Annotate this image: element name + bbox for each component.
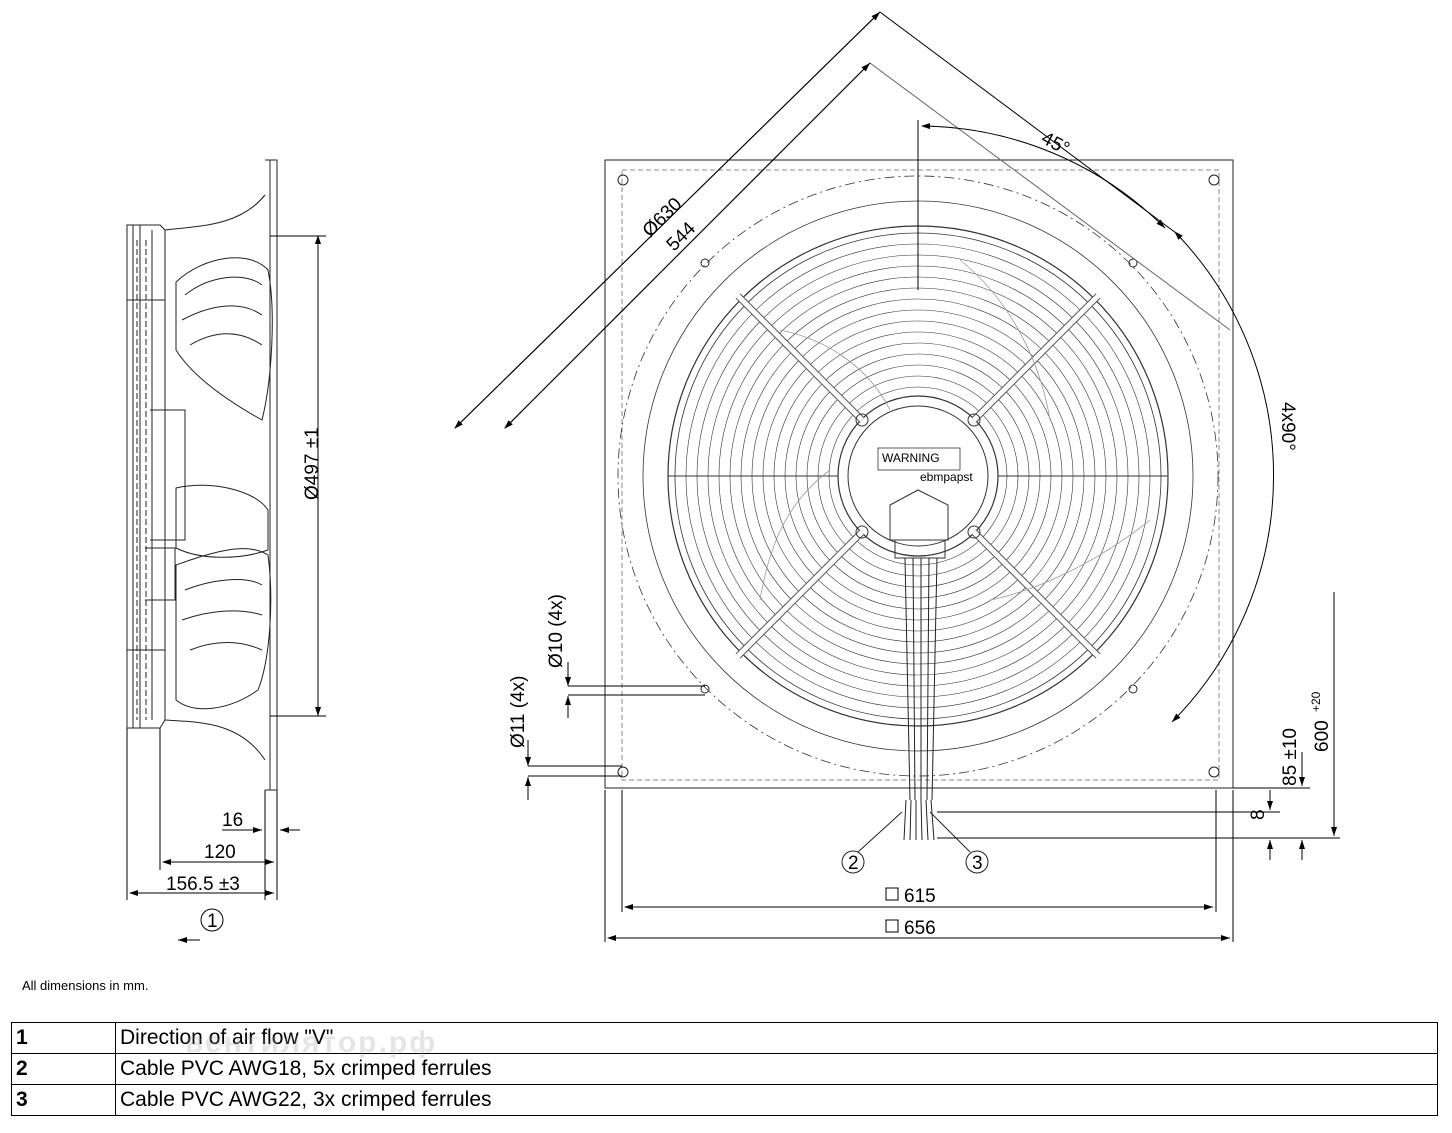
dim-square-615: 615 [904, 886, 936, 907]
legend-num: 3 [11, 1084, 116, 1116]
callout-2: 2 [848, 853, 859, 874]
front-dimensions [454, 11, 1340, 942]
dim-cable-600: 600 [1312, 720, 1333, 752]
legend-num: 2 [11, 1053, 116, 1085]
dim-hole-10: Ø10 (4x) [546, 594, 567, 668]
dim-outer-diameter: Ø497 ±1 [302, 427, 323, 500]
callout-3: 3 [972, 853, 983, 874]
dim-120: 120 [204, 842, 236, 863]
side-view [126, 159, 278, 791]
legend-table: 1 Direction of air flow "V" 2 Cable PVC … [11, 1022, 1438, 1116]
dim-16: 16 [222, 810, 243, 831]
watermark: вентилятор.рф [185, 1026, 438, 1059]
dim-angle-4x90: 4x90° [1277, 402, 1298, 451]
cable-bundle [841, 557, 989, 874]
side-dimensions [126, 235, 326, 943]
legend-text: Cable PVC AWG22, 3x crimped ferrules [115, 1084, 1438, 1116]
dim-8: 8 [1248, 809, 1269, 820]
hub-warning-label: WARNING [882, 451, 940, 465]
legend-num: 1 [11, 1022, 116, 1054]
dim-angle-45: 45° [1038, 128, 1073, 160]
hub-brand-label: ebmpapst [920, 470, 973, 484]
dim-85: 85 ±10 [1280, 728, 1301, 786]
units-note: All dimensions in mm. [22, 978, 149, 993]
dim-156: 156.5 ±3 [166, 874, 240, 895]
dim-hole-11: Ø11 (4x) [508, 675, 529, 748]
dim-cable-tol: +20 [1309, 691, 1323, 712]
callout-1: 1 [207, 911, 218, 932]
dim-square-656: 656 [904, 918, 936, 939]
legend-row: 3 Cable PVC AWG22, 3x crimped ferrules [11, 1084, 1438, 1116]
